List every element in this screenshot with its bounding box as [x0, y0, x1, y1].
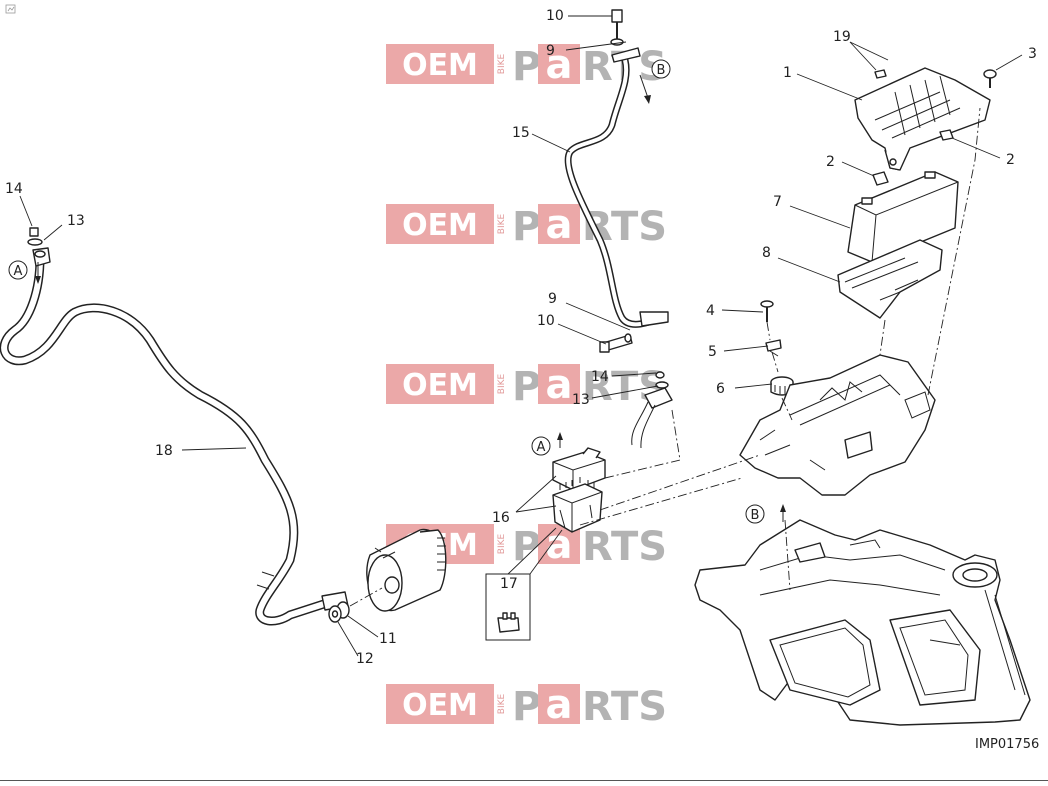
relay-cap	[552, 447, 606, 491]
callout-14-mid: 14	[591, 369, 609, 385]
battery-tray	[837, 239, 943, 319]
relay-body	[552, 477, 603, 533]
watermark-a-box	[538, 44, 580, 84]
watermark-oem: OEM	[402, 688, 478, 723]
nut-group	[328, 601, 350, 623]
bolt-left	[27, 227, 43, 246]
callout-16: 16	[492, 510, 510, 526]
corner-icon	[5, 4, 16, 14]
watermark-a: a	[546, 202, 573, 248]
ref-circles	[8, 59, 765, 524]
callout-18: 18	[155, 443, 173, 459]
battery-cover	[854, 67, 991, 171]
arrow-a-fuse	[557, 432, 563, 448]
watermark-bike: BIKE	[497, 693, 507, 714]
callout-11: 11	[379, 631, 397, 647]
callout-4: 4	[706, 303, 715, 319]
bolt-10-top	[610, 9, 624, 46]
terminal-mid	[631, 371, 673, 449]
watermark-rts: RTS	[582, 524, 667, 570]
watermark-p: P	[512, 684, 541, 730]
arrow-b-top	[639, 74, 651, 104]
callout-17: 17	[500, 576, 518, 592]
ref-labels: A A B B	[14, 63, 760, 523]
callout-5: 5	[708, 344, 717, 360]
frame	[694, 519, 1031, 726]
callout-12: 12	[356, 651, 374, 667]
watermark-oem: OEM	[402, 368, 478, 403]
screw-3	[983, 69, 997, 88]
ref-b-top-label: B	[657, 63, 666, 78]
watermark-rts: RTS	[582, 684, 667, 730]
callout-14-left: 14	[5, 181, 23, 197]
battery-holder	[739, 354, 936, 496]
watermark-oem-box	[386, 44, 494, 84]
screw-4	[760, 300, 774, 322]
starter-motor	[366, 528, 447, 612]
callout-2-left: 2	[826, 154, 835, 170]
watermark-oem-box	[386, 364, 494, 404]
callout-13-left: 13	[67, 213, 85, 229]
callout-10-top: 10	[546, 8, 564, 24]
callout-7: 7	[773, 194, 782, 210]
diagram-code: IMP01756	[975, 737, 1039, 752]
watermark-a-box	[538, 364, 580, 404]
callout-6: 6	[716, 381, 725, 397]
bottom-divider	[0, 780, 1048, 781]
callout-3: 3	[1028, 46, 1037, 62]
watermark-a: a	[546, 362, 573, 408]
watermark-a-box	[538, 684, 580, 724]
battery	[847, 171, 959, 263]
callout-1: 1	[783, 65, 792, 81]
watermark-p: P	[512, 44, 541, 90]
callout-19: 19	[833, 29, 851, 45]
callout-9-top: 9	[546, 43, 555, 59]
watermark-bike: BIKE	[497, 213, 507, 234]
watermark-oem: OEM	[402, 208, 478, 243]
battery-cable	[0, 247, 349, 626]
watermark-oem-box	[386, 204, 494, 244]
arrow-b-frame	[780, 504, 786, 522]
fuse-box	[485, 573, 531, 641]
callout-8: 8	[762, 245, 771, 261]
arrow-a-top	[35, 262, 41, 284]
clip-19	[874, 69, 887, 79]
ref-a-top-label: A	[14, 264, 23, 279]
watermark-oem-box	[386, 684, 494, 724]
bolt-10-mid	[599, 333, 633, 353]
assembly-lines	[579, 107, 981, 591]
callout-13-mid: 13	[572, 392, 590, 408]
ref-b-frame-label: B	[751, 508, 760, 523]
watermark-p: P	[512, 524, 541, 570]
callout-15: 15	[512, 125, 530, 141]
watermark-bike: BIKE	[497, 373, 507, 394]
ref-a-fuse-label: A	[537, 440, 546, 455]
callout-2-right: 2	[1006, 152, 1015, 168]
watermark-bike: BIKE	[497, 533, 507, 554]
callout-10-mid: 10	[537, 313, 555, 329]
callout-9-mid: 9	[548, 291, 557, 307]
watermark-p: P	[512, 364, 541, 410]
grommet-5	[765, 339, 782, 357]
watermark-p: P	[512, 204, 541, 250]
watermark-bike: BIKE	[497, 53, 507, 74]
watermark-a-box	[538, 204, 580, 244]
watermark-oem: OEM	[402, 48, 478, 83]
watermark-a: a	[546, 682, 573, 728]
cable-15	[564, 47, 669, 328]
